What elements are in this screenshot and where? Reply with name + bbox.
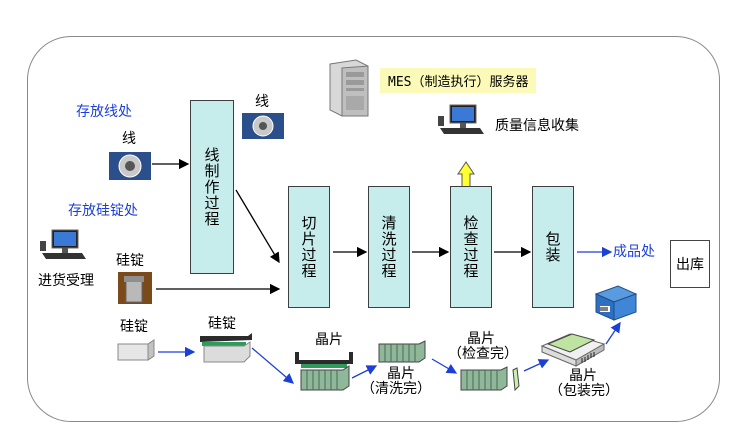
server-label: MES（制造执行）服务器 [380,68,537,93]
wire-spool-icon [242,113,284,139]
receiving-label: 进货受理 [38,273,94,289]
process-packing: 包装 [532,186,574,308]
product-box-icon [594,285,638,321]
arrow-cleaned-to-inspected [431,358,458,374]
arrow-wafers-to-cleaned [351,365,378,379]
computer-icon [40,229,86,259]
wire-spool-icon [109,152,151,180]
quality-label: 质量信息收集 [495,118,579,134]
ingot-holder-icon [200,333,252,363]
wafer-stack-icon [378,340,426,363]
wafer-packed-label-2: （包装完） [549,383,619,399]
wafer-cut-label: 晶片 [315,332,343,348]
facility-frame [27,36,720,422]
wafer-stack-icon [460,366,520,392]
ingot-holder-label: 硅锭 [208,316,236,332]
process-label: 切片过程 [299,215,318,279]
process-label: 线制作过程 [202,147,221,227]
arrow-inspected-to-packed [523,359,550,372]
wafer-inspected-label-1: 晶片 [467,331,495,347]
wire-storage-label: 存放线处 [76,104,132,120]
wafer-package-icon [540,333,606,367]
wafer-inspected-label-2: （检查完） [448,346,518,362]
ingot-block-icon [117,339,155,361]
ingot-photo-icon [118,272,152,304]
process-slicing: 切片过程 [288,186,330,308]
output-label: 出库 [676,257,704,273]
arrow-holder-to-wafers [251,347,294,384]
wire-left-label: 线 [122,131,136,147]
process-label: 包装 [543,231,562,263]
product-storage-label: 成品处 [613,244,655,260]
ingot-label: 硅锭 [116,253,144,269]
process-label: 检查过程 [461,215,480,279]
output-box: 出库 [670,240,710,288]
up-arrow [457,161,475,189]
server-icon [329,59,369,117]
computer-icon [438,104,484,134]
ingot-storage-label: 存放硅锭处 [68,203,138,219]
process-inspection: 检查过程 [450,186,492,308]
process-wire-making: 线制作过程 [190,100,234,274]
arrow-making-to-slicing [235,189,280,264]
wafer-cleaned-label-1: 晶片 [387,366,415,382]
wafer-cleaned-label-2: （清洗完） [361,381,431,397]
wafer-stack-icon [295,352,353,391]
wire-right-label: 线 [255,94,269,110]
process-label: 清洗过程 [379,215,398,279]
wafer-packed-label-1: 晶片 [569,368,597,384]
process-cleaning: 清洗过程 [368,186,410,308]
ingot-bottom-label: 硅锭 [120,319,148,335]
arrow-packed-to-product [605,321,621,345]
